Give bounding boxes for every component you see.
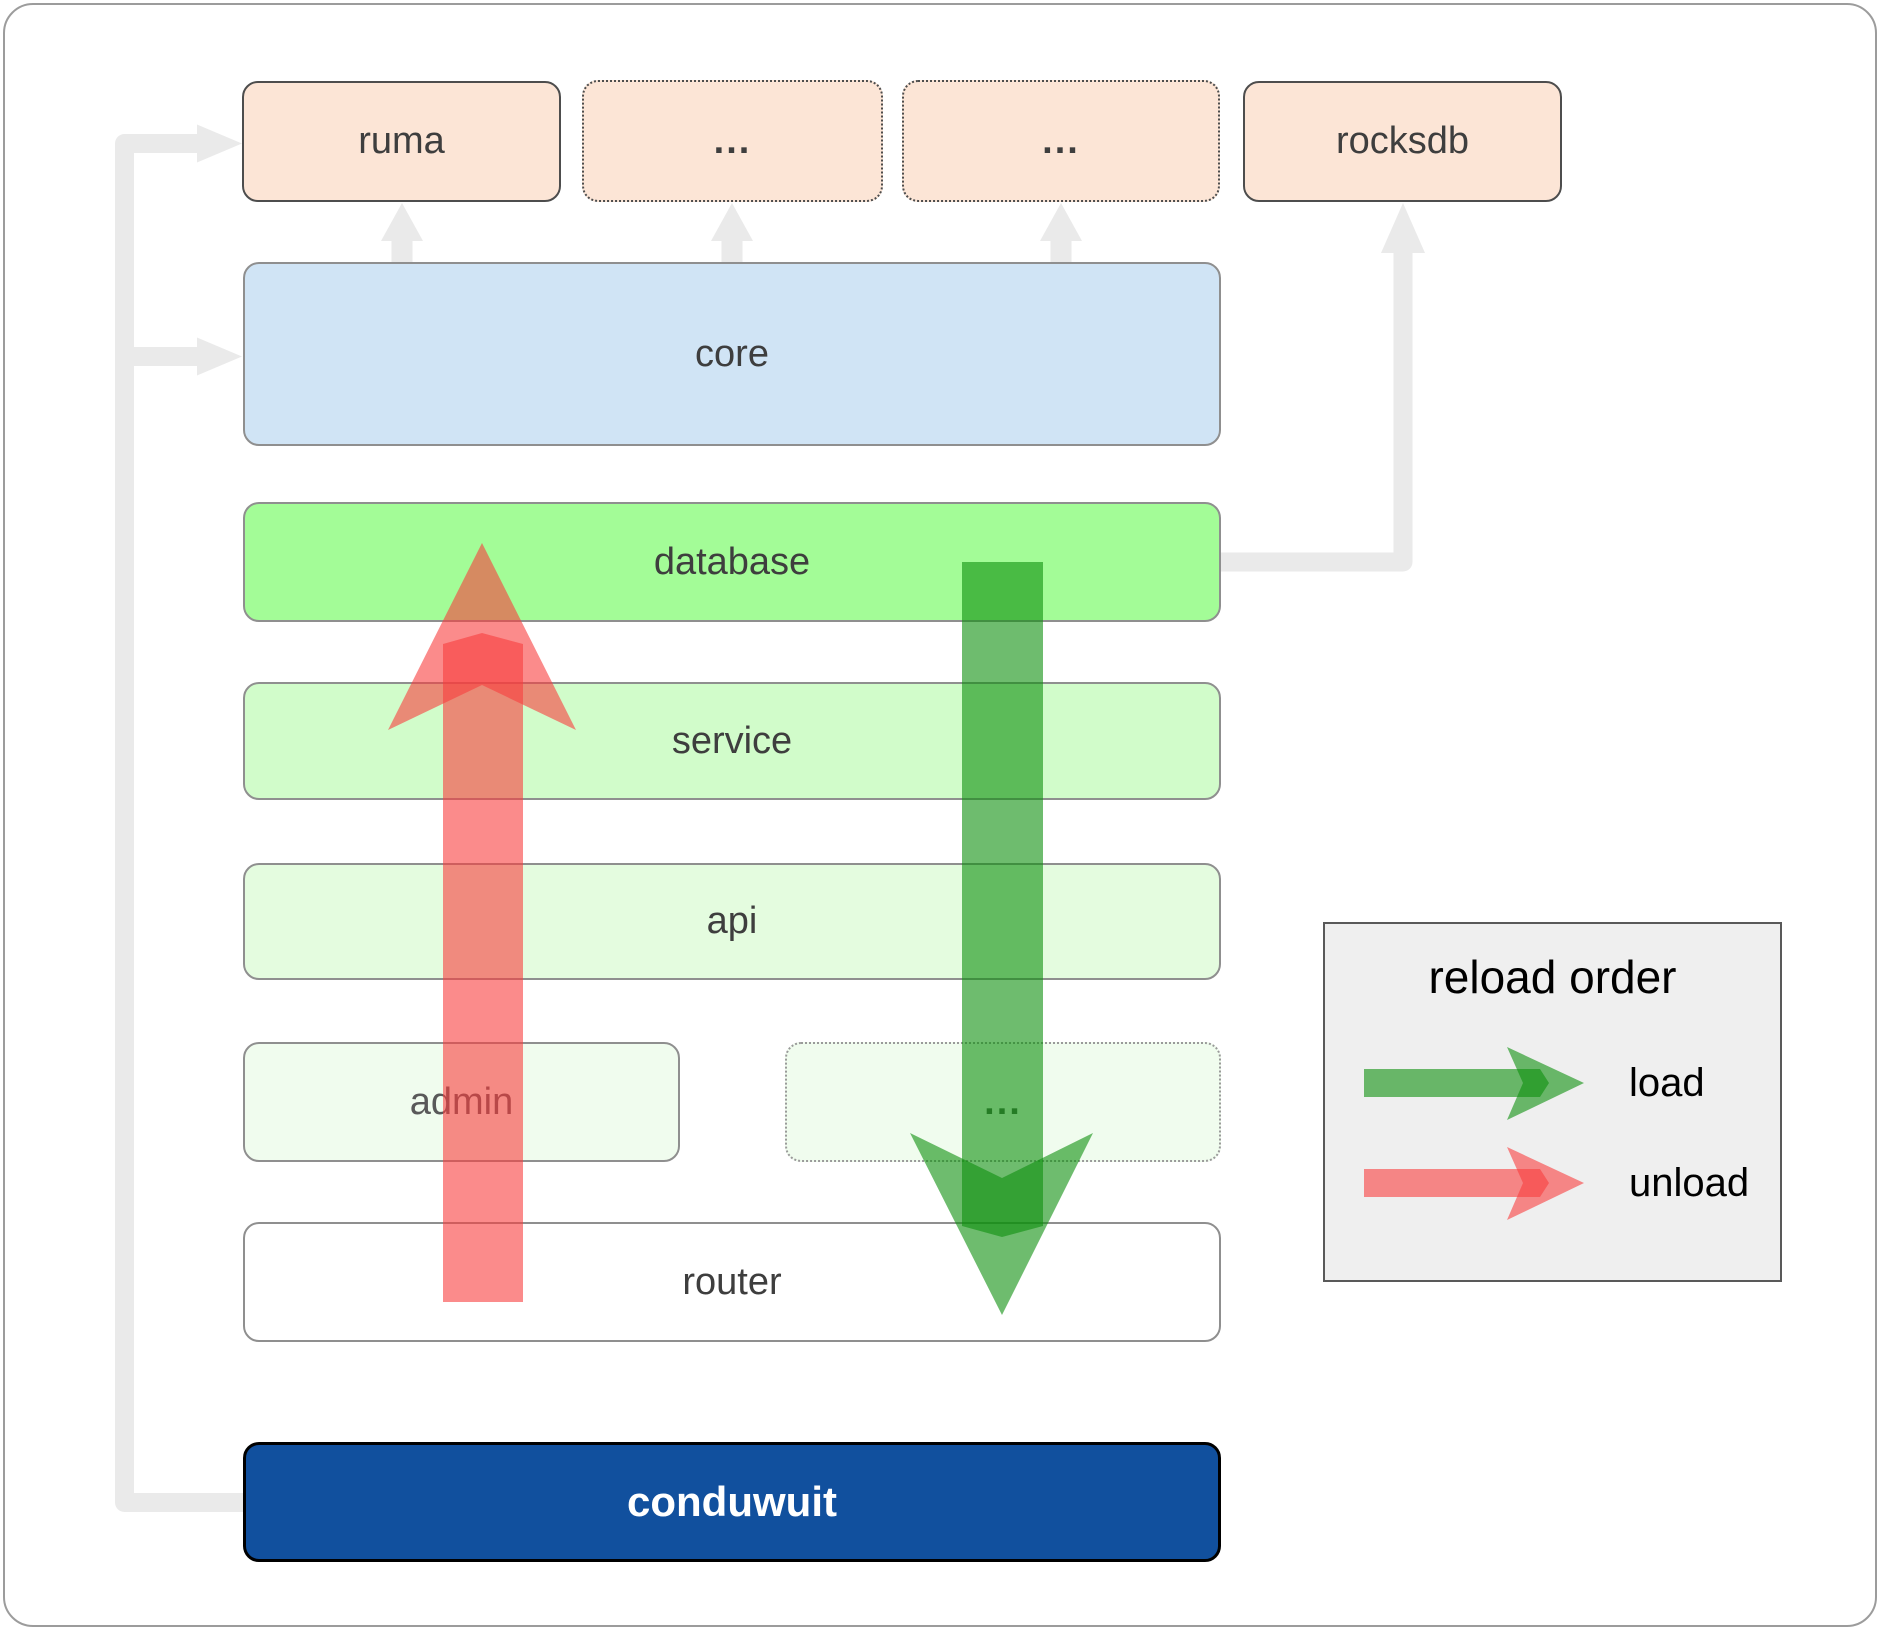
node-service: service [243,682,1221,800]
node-core: core [243,262,1221,446]
node-rocksdb: rocksdb [1243,81,1562,202]
node-label: service [671,719,793,762]
node-label: ... [1042,119,1080,162]
legend-box: reload order load unload [1323,922,1782,1282]
unload-arrow-icon-head [1507,1147,1584,1220]
node-label: ... [984,1080,1022,1123]
load-arrow-icon-head [1507,1047,1584,1120]
node-ellipsis-top-1: ... [582,80,883,202]
legend-label-load: load [1629,1061,1705,1105]
node-label: admin [409,1080,514,1123]
node-conduwuit: conduwuit [243,1442,1221,1562]
node-label: ruma [358,120,445,162]
node-ruma: ruma [242,81,561,202]
unload-arrow-icon [1364,1147,1584,1220]
load-arrow-icon [1364,1047,1584,1120]
node-ellipsis-admin-row: ... [785,1042,1221,1162]
node-label: rocksdb [1335,120,1470,162]
node-admin: admin [243,1042,680,1162]
node-ellipsis-top-2: ... [902,80,1220,202]
unload-arrow-icon-shaft [1364,1169,1549,1197]
node-database: database [243,502,1221,622]
diagram-border-frame [3,3,1877,1627]
node-label: ... [713,119,752,162]
node-label: router [682,1260,782,1303]
node-label: api [706,900,758,942]
legend-label-unload: unload [1629,1161,1750,1205]
node-api: api [243,863,1221,980]
node-router: router [243,1222,1221,1342]
legend-title: reload order [1428,951,1677,1003]
load-arrow-icon-shaft [1364,1069,1549,1097]
node-label: conduwuit [627,1478,837,1525]
node-label: database [653,540,811,583]
node-label: core [695,332,769,375]
